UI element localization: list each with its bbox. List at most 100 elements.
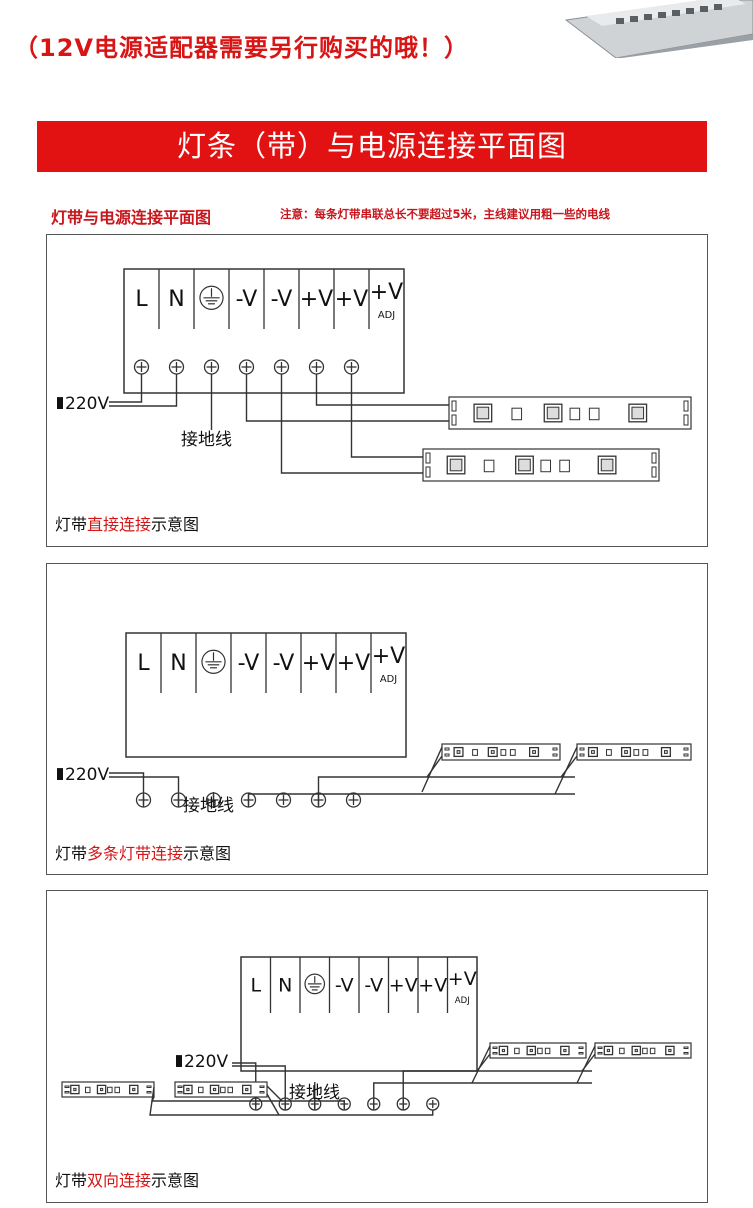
- strip-pad: [425, 466, 431, 478]
- diagram-caption: 灯带双向连接示意图: [55, 1167, 199, 1191]
- section-note: 注意：每条灯带串联总长不要超过5米，主线建议用粗一些的电线: [280, 207, 610, 221]
- terminal-screw-icon: [275, 792, 292, 808]
- strip-pad: [683, 1052, 689, 1055]
- caption-suffix: 示意图: [183, 844, 232, 863]
- led-strip: [489, 1042, 587, 1059]
- strip-pad: [579, 753, 585, 757]
- wire: [426, 755, 443, 778]
- resistor-icon: [569, 407, 581, 421]
- wire: [581, 1053, 596, 1072]
- adj-label: ADJ: [380, 674, 397, 685]
- caption-prefix: 灯带: [55, 515, 88, 534]
- terminal-label: N: [170, 651, 186, 676]
- strip-pad: [492, 1046, 498, 1049]
- terminal-label: +V: [337, 651, 370, 676]
- voltage-label: 220V: [65, 765, 109, 785]
- resistor-icon: [544, 1047, 551, 1055]
- terminal-label: -V: [271, 287, 293, 312]
- terminal-label: N: [278, 975, 292, 997]
- wire: [476, 1053, 491, 1072]
- resistor-icon: [511, 407, 523, 421]
- strip-pad: [64, 1085, 70, 1088]
- strip-pad: [492, 1052, 498, 1055]
- strip-pad: [425, 452, 431, 464]
- resistor-icon: [198, 1086, 204, 1094]
- terminal-label: +V: [372, 644, 405, 669]
- strip-pad: [177, 1085, 183, 1088]
- terminal-screw-icon: [238, 359, 255, 375]
- strip-pad: [146, 1091, 152, 1094]
- resistor-icon: [514, 1047, 520, 1055]
- wire: [247, 793, 575, 807]
- resistor-icon: [649, 1047, 656, 1055]
- wire: [317, 776, 575, 807]
- terminal-screw-icon: [426, 1097, 440, 1111]
- terminal-label: -V: [335, 975, 354, 997]
- strip-pad: [683, 753, 689, 757]
- strip-pad: [651, 466, 657, 478]
- strip-pad: [451, 400, 457, 412]
- resistor-icon: [509, 749, 516, 756]
- caption-suffix: 示意图: [151, 1171, 200, 1190]
- voltage-label: 220V: [65, 394, 109, 414]
- diagram-caption: 灯带直接连接示意图: [55, 511, 199, 535]
- terminal-screw-icon: [273, 359, 290, 375]
- resistor-icon: [588, 407, 600, 421]
- strip-pad: [578, 1046, 584, 1049]
- wire: [150, 1096, 345, 1110]
- wire: [109, 374, 178, 407]
- plug-icon: [57, 768, 63, 780]
- wire: [266, 1093, 280, 1116]
- resistor-icon: [227, 1086, 233, 1094]
- terminal-label: +V: [389, 975, 418, 997]
- strip-pad: [651, 452, 657, 464]
- terminal-label: L: [135, 287, 148, 312]
- caption-prefix: 灯带: [55, 844, 88, 863]
- ground-symbol-icon: [199, 285, 224, 310]
- led-strip: [422, 448, 660, 482]
- terminal-label: +V: [335, 287, 368, 312]
- terminal-label: L: [250, 975, 261, 997]
- strip-pad: [259, 1085, 265, 1088]
- strip-pad: [177, 1091, 183, 1094]
- strip-pad: [451, 414, 457, 426]
- strip-pad: [444, 747, 450, 751]
- wire: [245, 374, 449, 422]
- led-strip: [594, 1042, 692, 1059]
- resistor-icon: [642, 1047, 648, 1055]
- terminal-screw-icon: [203, 359, 220, 375]
- strip-pad: [683, 1046, 689, 1049]
- wire: [149, 1086, 434, 1116]
- adj-label: ADJ: [378, 310, 395, 321]
- terminal-screw-icon: [345, 792, 362, 808]
- resistor-icon: [472, 749, 478, 756]
- strip-pad: [683, 400, 689, 412]
- ground-symbol-icon: [304, 973, 326, 995]
- voltage-label: 220V: [184, 1052, 228, 1072]
- caption-highlight: 多条灯带连接: [87, 844, 184, 863]
- resistor-icon: [107, 1086, 113, 1094]
- strip-pad: [552, 753, 558, 757]
- ground-wire-label: 接地线: [183, 796, 234, 816]
- resistor-icon: [500, 749, 507, 756]
- strip-pad: [552, 747, 558, 751]
- wire: [280, 374, 423, 474]
- resistor-icon: [606, 749, 612, 756]
- diagram-caption: 灯带多条灯带连接示意图: [55, 840, 231, 864]
- resistor-icon: [537, 1047, 543, 1055]
- terminal-label: L: [137, 651, 150, 676]
- led-strip: [174, 1081, 268, 1098]
- terminal-label: -V: [236, 287, 258, 312]
- resistor-icon: [540, 459, 552, 473]
- terminal-screw-icon: [168, 359, 185, 375]
- terminal-label: +V: [300, 287, 333, 312]
- terminal-label: +V: [370, 280, 403, 305]
- terminal-screw-icon: [308, 359, 325, 375]
- power-supply-photo: [564, 0, 753, 58]
